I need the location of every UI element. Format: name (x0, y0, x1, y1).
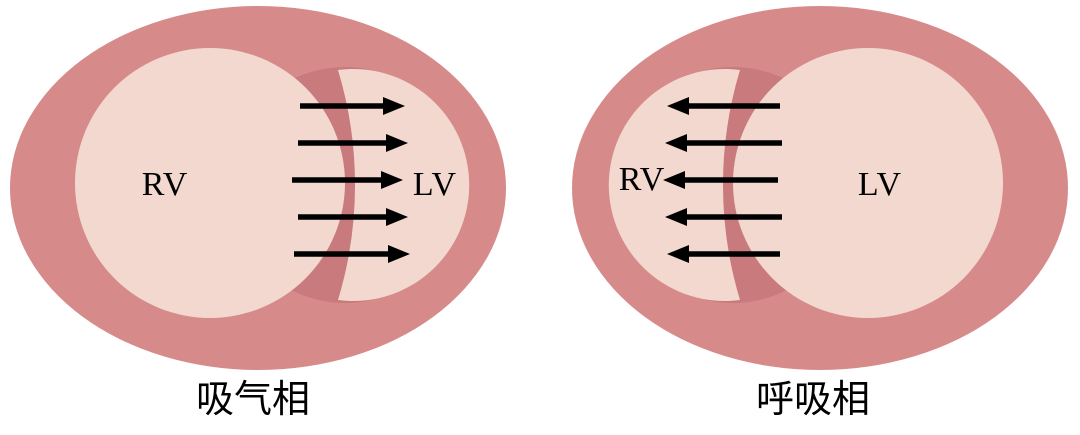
septal-shift-arrows-right (292, 97, 410, 263)
rv-label: RV (619, 161, 666, 198)
septal-shift-arrows-left (663, 97, 782, 263)
caption-inspiration-phase: 吸气相 (196, 379, 310, 421)
lv-label: LV (413, 166, 457, 203)
rv-label: RV (142, 166, 189, 203)
caption-expiration-phase: 呼吸相 (756, 379, 870, 421)
rv-chamber-left-panel (75, 48, 345, 318)
lv-chamber-right-panel (733, 48, 1003, 318)
lv-label: LV (858, 166, 902, 203)
lv-crescent-left-panel (338, 69, 470, 301)
panel-inspiration: RV LV 吸气相 (10, 6, 506, 421)
panel-expiration: RV LV 呼吸相 (572, 6, 1068, 421)
